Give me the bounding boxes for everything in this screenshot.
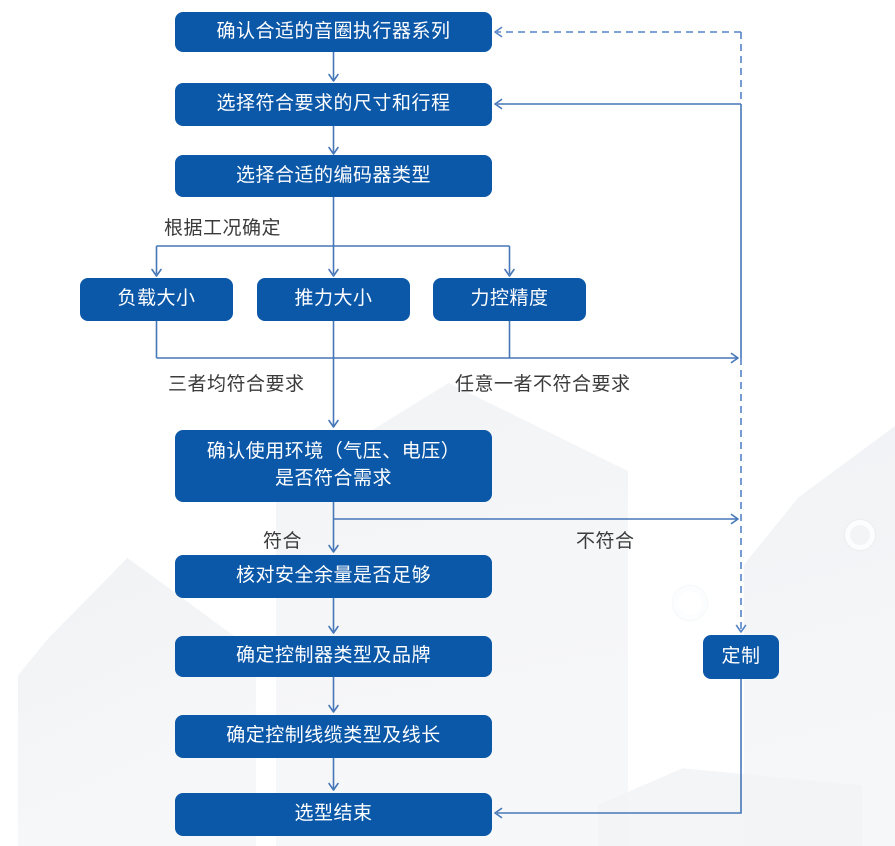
node-load-size: 负载大小: [80, 278, 233, 321]
label-not-meets: 不符合: [576, 531, 635, 552]
label-meets: 符合: [263, 531, 303, 552]
node-selection-end: 选型结束: [175, 793, 492, 836]
node-check-safety-margin: 核对安全余量是否足够: [175, 555, 492, 598]
node-force-precision: 力控精度: [433, 278, 586, 321]
arrowheads: [151, 26, 747, 819]
node-cable-type-length: 确定控制线缆类型及线长: [175, 715, 492, 758]
solid-connectors: [155, 52, 742, 814]
node-custom: 定制: [703, 635, 779, 679]
node-thrust-size: 推力大小: [257, 278, 410, 321]
edge-custom-to-end: [497, 679, 742, 814]
node-controller-type-brand: 确定控制器类型及品牌: [175, 636, 492, 677]
node-confirm-series: 确认合适的音圈执行器系列: [175, 12, 492, 52]
label-all-three-meet: 三者均符合要求: [168, 374, 305, 395]
label-any-one-fails: 任意一者不符合要求: [455, 374, 631, 395]
node-confirm-environment: 确认使用环境（气压、电压） 是否符合需求: [175, 430, 492, 502]
label-determine-by-condition: 根据工况确定: [164, 218, 282, 239]
node-select-encoder: 选择合适的编码器类型: [175, 155, 492, 197]
dashed-connectors: [497, 31, 742, 630]
node-select-size-stroke: 选择符合要求的尺寸和行程: [175, 83, 492, 126]
